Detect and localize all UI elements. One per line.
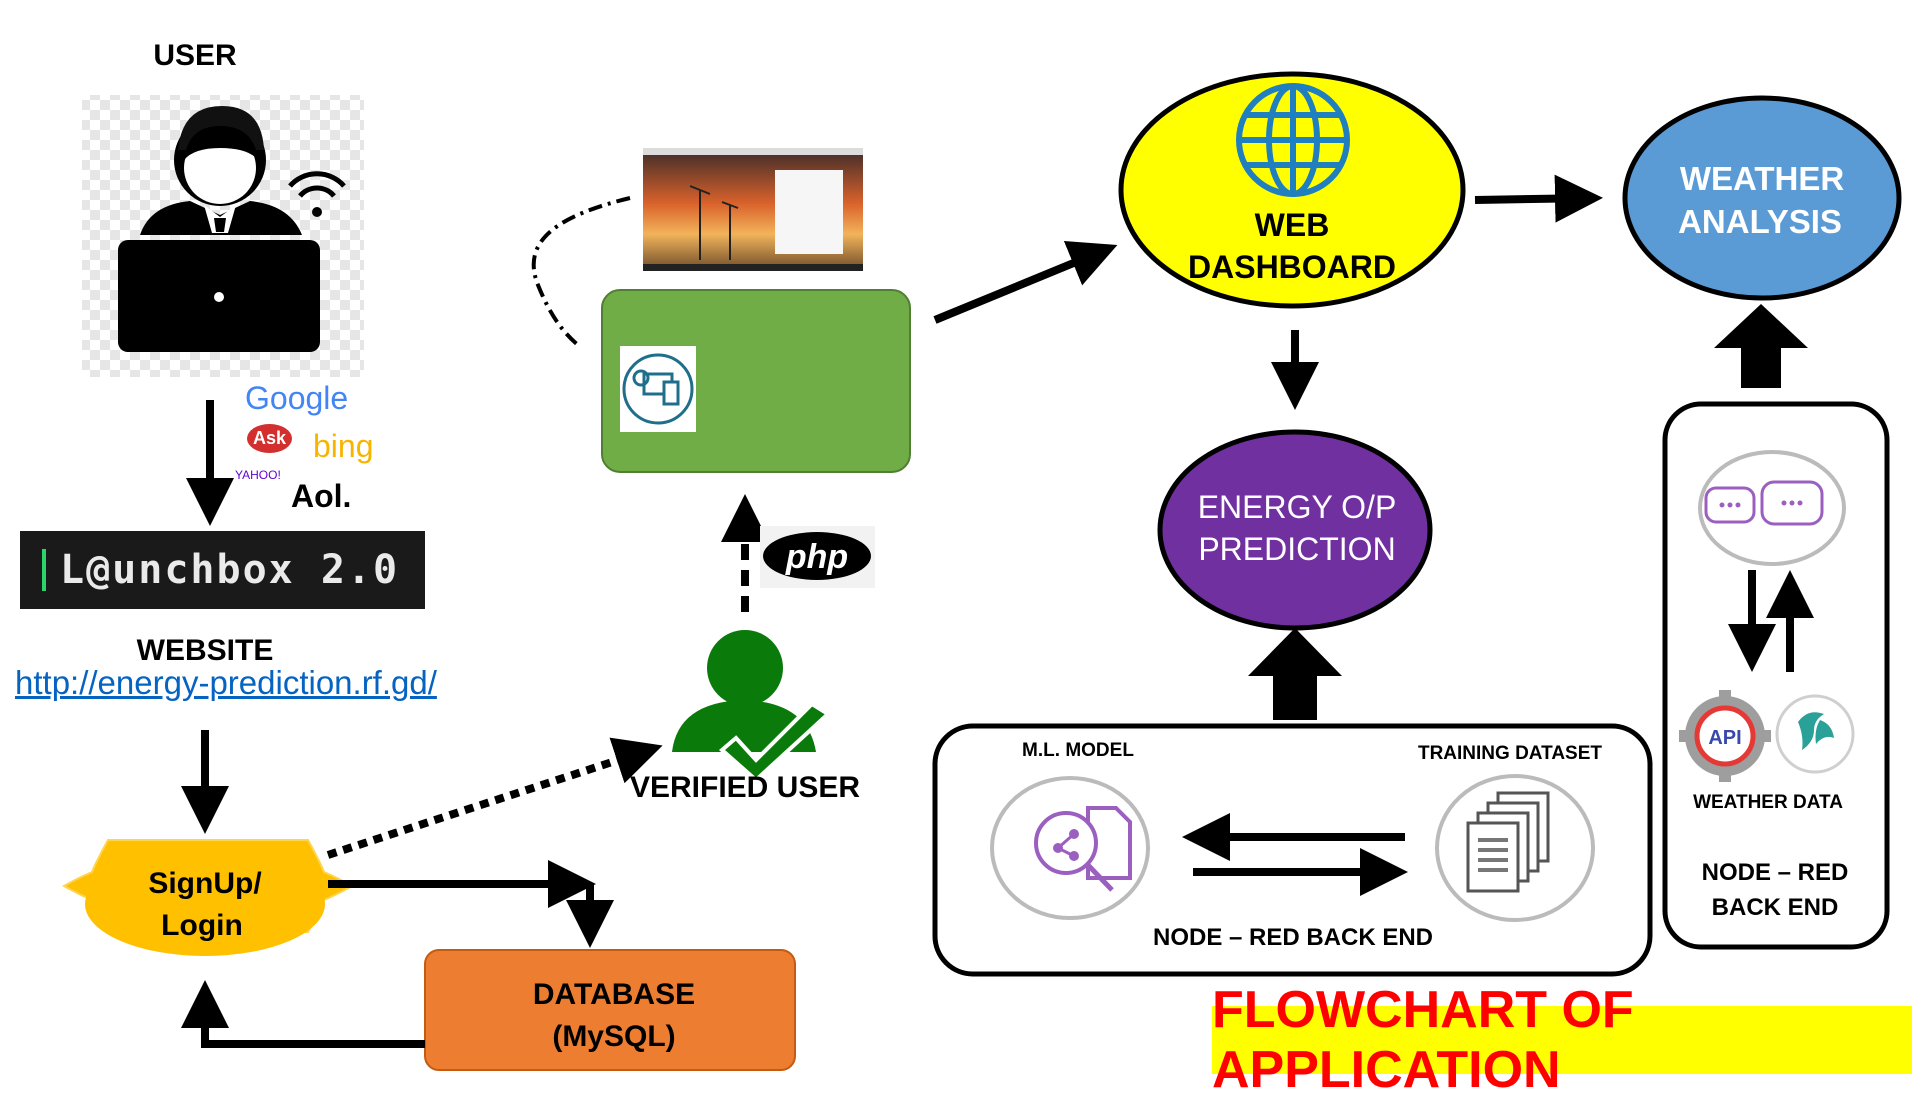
arrow-app-to-dashboard — [933, 241, 1118, 324]
php-label: php — [785, 538, 848, 576]
yahoo-logo: YAHOO! — [235, 468, 281, 482]
backend-weather-label: BACK END — [1712, 894, 1839, 921]
application-node — [601, 289, 911, 473]
weather-label: WEATHER — [1680, 160, 1845, 197]
node-red-backend-label: NODE – RED BACK END — [1153, 924, 1433, 951]
aol-logo: Aol. — [291, 478, 352, 514]
node-red-logo-icon — [1775, 694, 1855, 774]
php-logo-icon: php — [760, 526, 875, 588]
ml-model-label: M.L. MODEL — [1022, 740, 1134, 761]
training-dataset-label: TRAINING DATASET — [1418, 743, 1602, 764]
node-red-weather-label: NODE – RED — [1702, 859, 1849, 886]
signup-login-node: SignUp/ Login — [61, 839, 355, 956]
training-dataset-icon — [1435, 774, 1595, 922]
weather-data-label: WEATHER DATA — [1693, 792, 1843, 813]
launchbox-banner: L@unchbox 2.0 — [20, 531, 425, 609]
weather-analysis-node: WEATHER ANALYSIS — [1622, 95, 1902, 301]
website-url-link[interactable]: http://energy-prediction.rf.gd/ — [15, 664, 437, 701]
web-dashboard-label: WEB — [1255, 207, 1330, 243]
analysis-label: ANALYSIS — [1678, 203, 1842, 240]
signup-label: SignUp/ — [148, 867, 262, 900]
node-red-weather-box: API WEATHER DATA NODE – RED BACK END — [1662, 401, 1890, 950]
energy-label: ENERGY O/P — [1198, 489, 1397, 525]
arrow-dashboard-to-weather — [1474, 174, 1603, 223]
energy-prediction-node: ENERGY O/P PREDICTION — [1157, 429, 1433, 631]
web-dashboard-node: WEB DASHBOARD — [1118, 71, 1466, 309]
block-arrow-backend-to-weather — [1714, 304, 1808, 388]
arrow-signup-to-verified-user — [326, 737, 663, 859]
user-label: USER — [153, 39, 237, 72]
verified-user-label: VERIFIED USER — [630, 771, 860, 804]
verified-user-icon — [672, 630, 832, 783]
search-engine-logos: Google Ask bing YAHOO! Aol. — [233, 380, 433, 520]
bing-logo: bing — [313, 428, 374, 464]
ask-logo: Ask — [247, 424, 293, 453]
block-arrow-backend-to-energy — [1248, 628, 1342, 720]
login-label: Login — [161, 909, 243, 942]
database-engine-label: (MySQL) — [552, 1020, 675, 1053]
api-gear-icon: API — [1679, 690, 1771, 782]
connector-screenshot-to-app — [531, 196, 631, 347]
globe-icon — [1236, 83, 1350, 197]
chat-icon — [1698, 450, 1846, 566]
ml-model-icon — [990, 776, 1150, 920]
prediction-label: PREDICTION — [1198, 531, 1395, 567]
arrow-database-to-signup — [181, 980, 425, 1048]
launchbox-text: L@unchbox 2.0 — [60, 547, 400, 593]
flowchart-title: FLOWCHART OF APPLICATION — [1212, 981, 1912, 1099]
node-red-backend-box: M.L. MODEL TRAINING DATASET NODE – RED B… — [932, 723, 1653, 977]
database-label: DATABASE — [533, 978, 695, 1011]
website-label: WEBSITE — [137, 634, 274, 667]
dashboard-label: DASHBOARD — [1188, 249, 1396, 285]
google-logo: Google — [245, 380, 349, 416]
launchbox-cursor-bar — [42, 549, 46, 591]
user-laptop-icon — [82, 95, 364, 377]
database-node: DATABASE (MySQL) — [424, 949, 796, 1071]
website-screenshot-thumbnail — [643, 148, 863, 271]
api-label: API — [1708, 727, 1741, 749]
